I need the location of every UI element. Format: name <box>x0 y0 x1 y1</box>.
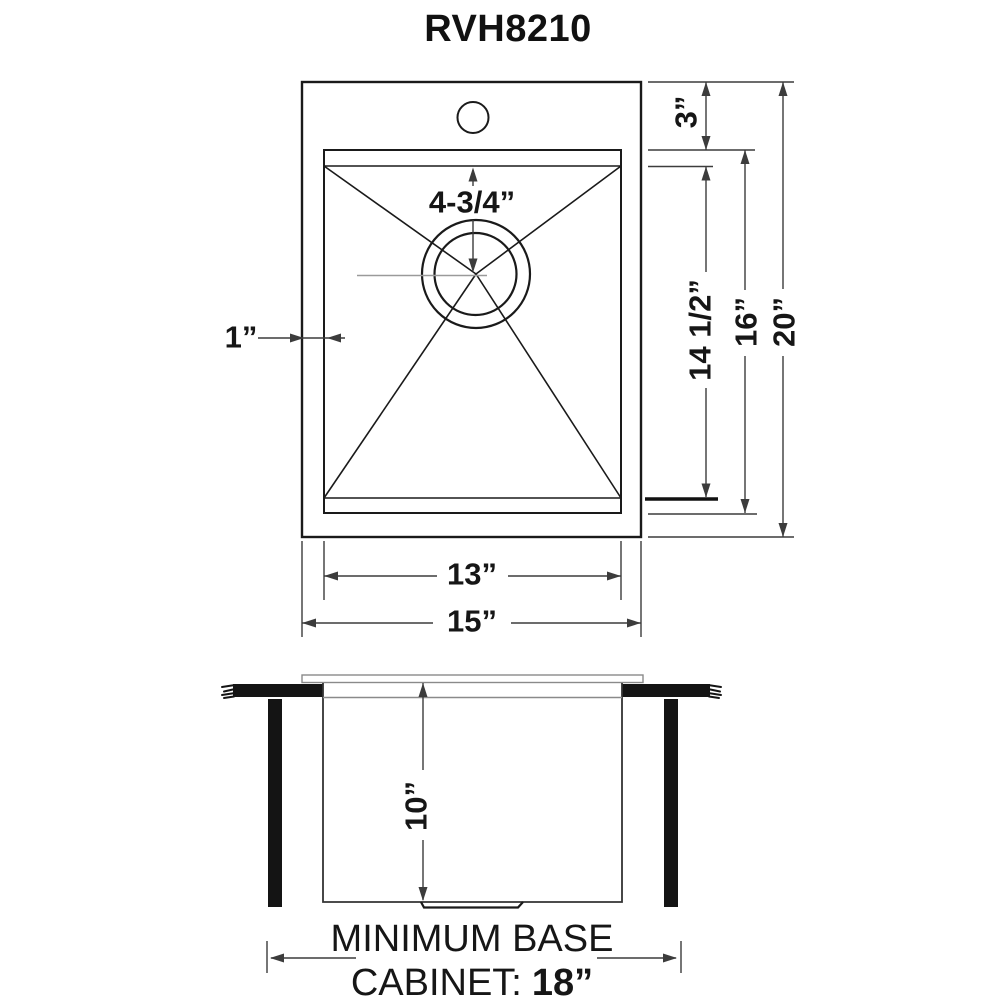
label-bowl-depth: 10” <box>398 781 434 831</box>
drain-inner-circle <box>433 231 518 317</box>
dim-bowl-depth <box>418 683 428 901</box>
sink-rim-lip <box>301 674 644 684</box>
arrow-right-icon <box>607 571 621 581</box>
arrow-up-icon <box>740 150 750 164</box>
dim-overall-length <box>778 82 788 537</box>
cabinet-note-line2: CABINET:18” <box>331 961 614 1000</box>
arrow-down-icon <box>701 136 711 150</box>
minimum-base-cabinet-note: MINIMUM BASE CABINET:18” <box>331 917 614 1000</box>
arrow-down-icon <box>778 523 788 537</box>
arrow-right-icon <box>290 333 304 343</box>
dim-bowl-inner-length <box>701 166 711 498</box>
top-view-dimensions <box>258 81 794 637</box>
countertop-right <box>622 684 710 697</box>
label-bowl-width: 13” <box>447 556 497 592</box>
label-bowl-inner-length: 14 1/2” <box>682 279 718 381</box>
dim-base-cabinet <box>266 941 682 973</box>
extension-lines-right <box>645 81 794 538</box>
arrow-up-icon <box>701 82 711 96</box>
arrow-left-icon <box>324 571 338 581</box>
arrow-up-icon <box>468 167 478 182</box>
label-rim: 1” <box>224 319 258 355</box>
arrow-right-icon <box>663 953 677 963</box>
arrow-left-icon <box>327 333 341 343</box>
break-mark-left-icon <box>221 684 236 699</box>
arrow-down-icon <box>740 499 750 513</box>
label-faucet-to-drain: 4-3/4” <box>428 184 516 220</box>
arrow-down-icon <box>468 258 478 273</box>
cabinet-note-value: 18” <box>531 962 594 1000</box>
arrow-down-icon <box>418 887 428 901</box>
slope-line-bottom-right <box>475 273 622 499</box>
label-back-deck: 3” <box>668 95 704 129</box>
bowl-outline <box>323 149 622 514</box>
dim-rim <box>258 333 345 343</box>
slope-line-top-right <box>475 165 622 275</box>
label-overall-length: 20” <box>766 297 802 347</box>
arrow-left-icon <box>270 953 284 963</box>
dim-faucet-to-drain <box>468 167 478 273</box>
arrow-up-icon <box>701 166 711 181</box>
side-view <box>221 674 722 973</box>
sink-outer-rim <box>300 80 643 539</box>
cabinet-wall-right <box>664 699 678 907</box>
bowl-slope-lines <box>323 165 622 499</box>
dim-back-deck <box>701 82 711 150</box>
arrow-down-icon <box>701 483 711 498</box>
faucet-hole-icon <box>456 101 490 134</box>
cabinet-wall-left <box>268 699 282 907</box>
model-number-title: RVH8210 <box>424 8 592 50</box>
arrow-left-icon <box>302 618 316 628</box>
cabinet-note-prefix: CABINET: <box>350 962 522 1000</box>
cabinet-note-line1: MINIMUM BASE <box>330 918 614 960</box>
dim-bowl-length <box>740 150 750 513</box>
drain-outer-circle <box>420 218 532 330</box>
break-mark-right-icon <box>707 684 722 699</box>
label-overall-width: 15” <box>447 603 497 639</box>
arrow-right-icon <box>627 618 641 628</box>
slope-line-bottom-left <box>323 273 477 499</box>
top-view <box>300 80 643 539</box>
arrow-up-icon <box>418 683 428 697</box>
arrow-up-icon <box>778 82 788 96</box>
countertop-left <box>233 684 323 697</box>
drain-fitting <box>420 901 524 909</box>
label-bowl-length: 16” <box>728 297 764 347</box>
bowl-side-profile <box>322 683 623 903</box>
dim-overall-width <box>301 541 642 637</box>
dim-bowl-width <box>323 541 622 600</box>
slope-line-top-left <box>323 165 477 275</box>
